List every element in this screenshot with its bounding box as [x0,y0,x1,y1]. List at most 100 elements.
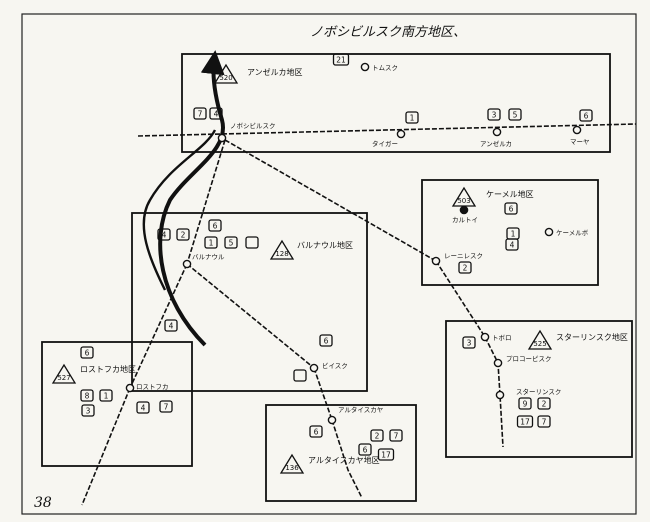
unit-marker-label: 7 [198,110,203,119]
region-box-aru [265,404,417,502]
unit-marker-box [319,334,333,347]
unit-marker: 21 [332,53,350,66]
region-code-baru: 128 [275,250,288,258]
unit-marker-label: 2 [375,432,380,441]
unit-marker: 6 [309,425,323,438]
unit-marker: 4 [136,401,150,414]
unit-marker-label: 4 [169,322,174,331]
unit-marker: 2 [458,261,472,274]
unit-marker-box [579,109,593,122]
region-label-kemeru: ケーメル地区 [486,189,534,199]
station-dot-stalinsk [495,390,505,400]
rail-topki-stalinsk [484,336,504,448]
unit-marker: 8 [80,389,94,402]
unit-marker-label: 2 [181,231,186,240]
unit-marker: 7 [389,429,403,442]
unit-marker-label: 1 [511,230,516,239]
unit-marker-label: 6 [314,428,319,437]
station-dot-kemerovo [544,227,554,237]
unit-marker [293,369,307,382]
station-label-leninsk: レーニレスク [444,252,483,260]
unit-marker-box [80,389,94,402]
unit-marker-box [370,429,384,442]
unit-marker-box [157,228,171,241]
unit-marker-box [458,261,472,274]
region-code-kemeru: 503 [457,197,470,205]
station-dot-topki [480,332,490,342]
unit-marker-label: 4 [510,241,515,250]
unit-marker-box [99,389,113,402]
unit-marker-label: 4 [214,110,219,119]
rail-barnaul-biisk [186,263,315,369]
station-label-kemerovo: ケーメルボ [556,229,589,237]
station-label-anzh: アンゼルカ [480,139,512,148]
unit-marker: 7 [193,107,207,120]
unit-marker-label: 5 [513,111,518,120]
unit-marker-box [505,238,519,251]
unit-marker-box [332,53,350,66]
unit-marker: 5 [508,108,522,121]
unit-marker-label: 1 [410,114,415,123]
rail-main-east [137,123,637,137]
unit-marker-label: 7 [394,432,399,441]
unit-marker: 4 [505,238,519,251]
station-dot-leninsk [431,256,441,266]
unit-marker: 3 [462,336,476,349]
region-code-rost: 527 [57,374,70,382]
unit-marker: 17 [377,448,395,461]
unit-marker-label: 6 [85,349,90,358]
unit-marker-label: 3 [492,111,497,120]
unit-marker-box [208,219,222,232]
unit-marker-box [164,319,178,332]
unit-marker-label: 5 [229,239,234,248]
station-label-prokop: プロコーピスク [506,355,552,363]
unit-marker-box [293,369,307,382]
region-triangle-angeru [213,63,239,84]
rail-altai-south [331,419,363,499]
unit-marker-box [204,236,218,249]
unit-marker [245,236,259,249]
unit-marker-label: 9 [523,400,528,409]
station-dot-anzh [492,127,502,137]
unit-marker: 1 [204,236,218,249]
region-label-sta: スターリンスク地区 [556,332,628,342]
unit-marker-box [405,111,419,124]
unit-marker-box [487,108,501,121]
region-code-angeru: 520 [219,74,232,82]
station-label-topki: トボロ [492,334,512,342]
unit-marker-box [309,425,323,438]
station-label-maria: マーヤ [570,138,590,146]
unit-marker-box [136,401,150,414]
unit-marker-label: 4 [141,404,146,413]
unit-marker-box [377,448,395,461]
unit-marker: 7 [159,400,173,413]
unit-marker-box [224,236,238,249]
rail-barnaul-rostovka [129,263,188,389]
region-box-sta [445,320,633,458]
region-label-angeru: アンゼルカ地区 [247,67,302,77]
unit-marker-label: 6 [213,222,218,231]
region-code-aru: 136 [285,464,299,472]
unit-marker: 4 [164,319,178,332]
unit-marker-box [537,397,551,410]
unit-marker-label: 2 [463,264,468,273]
unit-marker-box [80,346,94,359]
region-triangle-sta [527,329,553,350]
river-line [142,129,217,291]
unit-marker-label: 1 [209,239,214,248]
unit-marker: 4 [157,228,171,241]
unit-marker-label: 7 [542,418,547,427]
station-label-barnaul: バルナウル [192,253,225,261]
region-label-aru: アルタイスカヤ地区 [308,455,380,465]
station-label-novo: ノボシビルスク [230,121,276,130]
station-dot-kamni [459,205,469,215]
unit-marker-box [358,443,372,456]
unit-marker: 17 [516,415,534,428]
unit-marker-label: 7 [164,403,169,412]
unit-marker-label: 2 [542,400,547,409]
unit-marker: 2 [370,429,384,442]
page-number: 38 [34,495,52,511]
region-code-sta: 525 [533,340,546,348]
